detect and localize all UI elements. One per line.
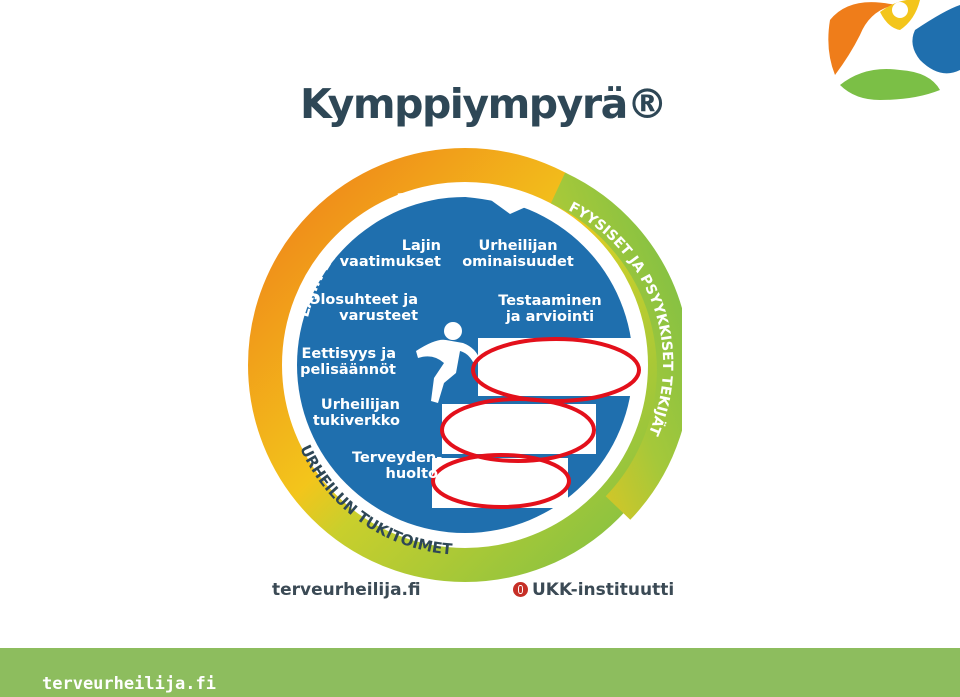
highlight-ellipse-3 bbox=[431, 453, 571, 509]
inner-label-terveydenhuolto: Terveyden- huolto bbox=[352, 450, 443, 482]
highlight-block-2 bbox=[442, 404, 596, 454]
ring-arrow-icon bbox=[488, 198, 528, 214]
highlight-ellipse-2 bbox=[440, 397, 596, 463]
athlete-figure-icon bbox=[416, 322, 480, 403]
footer-brand-ukk: UKK-instituutti bbox=[513, 580, 674, 600]
diagram-title: Kymppiympyrä® bbox=[300, 80, 668, 128]
kymppiympyra-diagram: LAJIN LUONNE FYYSISET JA PSYYKKISET TEKI… bbox=[248, 148, 682, 582]
inner-label-eettisyys: Eettisyys ja pelisäännöt bbox=[300, 346, 396, 378]
outer-ring-right bbox=[550, 172, 682, 520]
footer-brand-terveurheilija-text: terveurheilija.fi bbox=[272, 580, 421, 600]
inner-label-olosuhteet: Olosuhteet ja varusteet bbox=[308, 292, 418, 324]
highlight-ellipse-1 bbox=[471, 337, 641, 403]
bottom-bar-site: terveurheilija.fi bbox=[42, 674, 216, 694]
brand-logo-swoosh bbox=[820, 0, 960, 105]
inner-label-lajin-vaatimukset: Lajin vaatimukset bbox=[339, 238, 441, 270]
bottom-bar: terveurheilija.fi bbox=[0, 648, 960, 697]
footer-brand-ukk-text: UKK-instituutti bbox=[532, 580, 675, 600]
inner-label-tukiverkko: Urheilijan tukiverkko bbox=[312, 397, 400, 429]
inner-label-testaaminen: Testaaminen ja arviointi bbox=[498, 293, 602, 325]
inner-label-urheilijan-ominaisuudet: Urheilijan ominaisuudet bbox=[462, 238, 574, 270]
ukk-logo-icon bbox=[513, 582, 528, 597]
footer-brand-terveurheilija: terveurheilija.fi bbox=[272, 580, 421, 600]
